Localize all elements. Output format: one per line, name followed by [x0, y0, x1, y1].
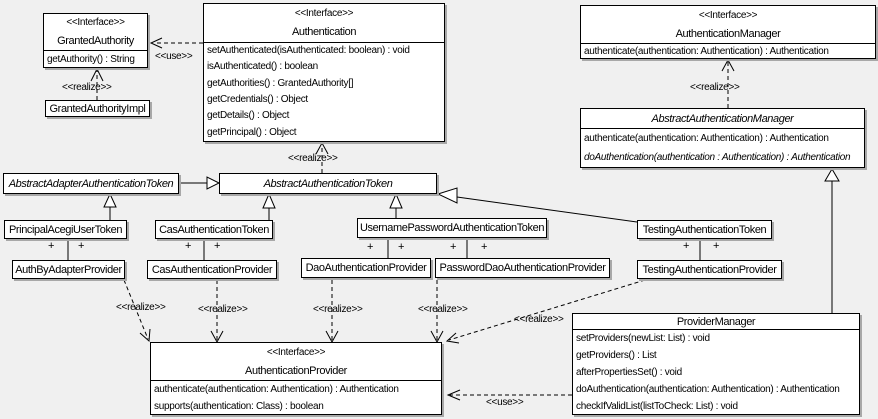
- realize-label-passworddao: <<realize>>: [418, 304, 468, 315]
- use-providermanager-to-provider-interface: [446, 389, 572, 401]
- method: doAuthentication(authentication: Authent…: [576, 383, 840, 395]
- class-name: CasAuthenticationProvider: [151, 263, 273, 276]
- class-name: PrincipalAcegiUserToken: [8, 223, 123, 236]
- stereotype-interface: <<Interface>>: [66, 17, 125, 29]
- multiplicity-plus: +: [367, 241, 374, 253]
- class-box-authbyadapterprovider[interactable]: AuthByAdapterProvider: [12, 260, 125, 279]
- class-name: Authentication: [291, 26, 357, 39]
- multiplicity-plus: +: [683, 240, 690, 252]
- class-name: UsernamePasswordAuthenticationToken: [359, 222, 545, 234]
- method: setProviders(newList: List) : void: [576, 332, 710, 344]
- realize-abstractmanager-authenticationmanager: [721, 58, 735, 108]
- realize-label-grantedauthority: <<realize>>: [62, 82, 112, 93]
- method: supports(authentication: Class) : boolea…: [154, 400, 324, 412]
- class-name: AbstractAuthenticationManager: [651, 112, 794, 125]
- method-abstract: doAuthentication(authentication : Authen…: [584, 152, 851, 164]
- class-box-grantedauthorityimpl[interactable]: GrantedAuthorityImpl: [45, 100, 150, 117]
- generalization-adapter-to-abstract-token: [179, 176, 221, 190]
- method: authenticate(authentication: Authenticat…: [584, 132, 829, 144]
- class-name: AbstractAdapterAuthenticationToken: [8, 177, 174, 190]
- realize-authbyadapter-provider-interface: [123, 279, 151, 343]
- realize-testingprovider-provider-interface: [445, 279, 646, 344]
- class-name: DaoAuthenticationProvider: [305, 262, 427, 274]
- generalization-testing-to-abstract-token: [436, 187, 638, 223]
- realize-abstracttoken-authentication: [315, 141, 329, 173]
- class-name: AbstractAuthenticationToken: [263, 177, 393, 190]
- method: getDetails() : Object: [207, 110, 290, 122]
- realize-label-casprovider: <<realize>>: [198, 304, 248, 315]
- generalization-usernamepassword-to-abstract-token: [389, 192, 403, 218]
- multiplicity-plus: +: [78, 240, 85, 252]
- class-box-grantedauthority[interactable]: <<Interface>> GrantedAuthority getAuthor…: [43, 13, 148, 68]
- class-box-providermanager[interactable]: ProviderManager setProviders(newList: Li…: [572, 313, 860, 415]
- multiplicity-plus: +: [713, 240, 720, 252]
- class-name: TestingAuthenticationProvider: [642, 263, 777, 276]
- realize-label-authbyadapter: <<realize>>: [116, 302, 166, 313]
- class-box-authenticationprovider[interactable]: <<Interface>> AuthenticationProvider aut…: [150, 342, 442, 415]
- class-box-usernamepasswordauthenticationtoken[interactable]: UsernamePasswordAuthenticationToken: [357, 218, 547, 238]
- method: authenticate(authentication: Authenticat…: [584, 45, 829, 57]
- class-box-testingauthenticationtoken[interactable]: TestingAuthenticationToken: [637, 220, 772, 239]
- class-name: ProviderManager: [676, 315, 756, 328]
- method: getAuthorities() : GrantedAuthority[]: [207, 77, 354, 89]
- class-box-principalacegiusertoken[interactable]: PrincipalAcegiUserToken: [4, 220, 127, 239]
- class-box-abstractauthenticationtoken[interactable]: AbstractAuthenticationToken: [219, 173, 437, 194]
- method: checkIfValidList(listToCheck: List) : vo…: [576, 400, 738, 412]
- method: getCredentials() : Object: [207, 94, 308, 106]
- stereotype-interface: <<Interface>>: [698, 9, 758, 21]
- stereotype-interface: <<Interface>>: [266, 346, 326, 358]
- use-authentication-to-grantedauthority: [149, 37, 203, 49]
- class-box-casauthenticationprovider[interactable]: CasAuthenticationProvider: [147, 260, 277, 279]
- method: isAuthenticated() : boolean: [207, 61, 318, 73]
- generalization-principal-to-adapter: [103, 192, 117, 220]
- multiplicity-plus: +: [450, 241, 457, 253]
- class-name: TestingAuthenticationToken: [642, 223, 767, 236]
- class-box-daoauthenticationprovider[interactable]: DaoAuthenticationProvider: [301, 258, 431, 278]
- class-box-testingauthenticationprovider[interactable]: TestingAuthenticationProvider: [637, 260, 782, 279]
- method: getPrincipal() : Object: [207, 126, 297, 138]
- multiplicity-plus: +: [185, 240, 192, 252]
- class-box-abstractauthenticationmanager[interactable]: AbstractAuthenticationManager authentica…: [580, 108, 865, 168]
- class-name: AuthenticationProvider: [245, 364, 347, 377]
- realize-grantedauthorityimpl: [90, 67, 104, 100]
- class-name: PasswordDaoAuthenticationProvider: [439, 262, 606, 274]
- realize-label-testingprovider: <<realize>>: [514, 314, 564, 325]
- multiplicity-plus: +: [48, 240, 55, 252]
- class-box-casauthenticationtoken[interactable]: CasAuthenticationToken: [155, 220, 273, 239]
- use-label-top: <<use>>: [155, 51, 193, 62]
- method: getProviders() : List: [576, 349, 657, 361]
- multiplicity-plus: +: [398, 241, 405, 253]
- class-box-authentication[interactable]: <<Interface>> Authentication setAuthenti…: [203, 3, 445, 142]
- stereotype-interface: <<Interface>>: [294, 7, 354, 19]
- class-box-authenticationmanager[interactable]: <<Interface>> AuthenticationManager auth…: [580, 5, 876, 59]
- class-name: AuthenticationManager: [675, 27, 781, 40]
- class-name: CasAuthenticationToken: [159, 223, 269, 236]
- class-box-abstractadapterauthenticationtoken[interactable]: AbstractAdapterAuthenticationToken: [3, 173, 179, 194]
- class-name: AuthByAdapterProvider: [15, 263, 122, 276]
- class-name: GrantedAuthority: [57, 34, 134, 47]
- use-label-bottom: <<use>>: [486, 397, 524, 408]
- multiplicity-plus: +: [481, 241, 488, 253]
- method: setAuthenticated(isAuthenticated: boolea…: [207, 45, 410, 57]
- realize-label-daoprovider: <<realize>>: [313, 304, 363, 315]
- multiplicity-plus: +: [214, 240, 221, 252]
- method: authenticate(authentication: Authenticat…: [154, 383, 399, 395]
- realize-label-authmanager: <<realize>>: [690, 82, 740, 93]
- class-box-passworddaoauthenticationprovider[interactable]: PasswordDaoAuthenticationProvider: [435, 258, 610, 278]
- class-name: GrantedAuthorityImpl: [49, 102, 146, 115]
- method: afterPropertiesSet() : void: [576, 366, 682, 378]
- generalization-providermanager-to-abstract-manager: [824, 168, 840, 313]
- realize-label-authentication: <<realize>>: [288, 153, 338, 164]
- generalization-cas-to-abstract-token: [262, 192, 276, 220]
- method: getAuthority() : String: [47, 53, 135, 65]
